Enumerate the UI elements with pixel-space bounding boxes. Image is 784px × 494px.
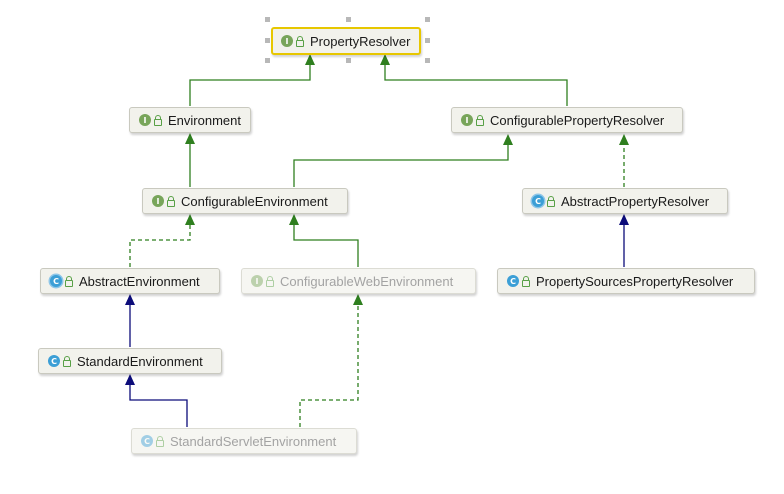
interface-icon: I	[139, 114, 151, 126]
node-label: StandardEnvironment	[77, 353, 203, 369]
arrowhead	[305, 54, 315, 65]
selection-handle[interactable]	[265, 58, 270, 63]
abstract-class-icon: C	[532, 195, 544, 207]
public-access-icon	[547, 195, 555, 207]
node-configurable-property-resolver[interactable]: I ConfigurablePropertyResolver	[451, 107, 683, 133]
node-label: Environment	[168, 112, 241, 128]
node-configurable-environment[interactable]: I ConfigurableEnvironment	[142, 188, 348, 214]
edge-configurable-property-resolver-to-property-resolver	[384, 64, 568, 106]
class-icon: C	[141, 435, 153, 447]
public-access-icon	[154, 114, 162, 126]
public-access-icon	[522, 275, 530, 287]
interface-icon: I	[152, 195, 164, 207]
arrowhead	[619, 134, 629, 145]
public-access-icon	[476, 114, 484, 126]
public-access-icon	[167, 195, 175, 207]
arrowhead	[185, 214, 195, 225]
node-label: ConfigurableWebEnvironment	[280, 273, 454, 289]
node-abstract-environment[interactable]: C AbstractEnvironment	[40, 268, 220, 294]
node-label: PropertySourcesPropertyResolver	[536, 273, 734, 289]
node-label: PropertyResolver	[310, 33, 411, 49]
node-environment[interactable]: I Environment	[129, 107, 251, 133]
arrowhead	[353, 294, 363, 305]
interface-icon: I	[281, 35, 293, 47]
class-icon: C	[48, 355, 60, 367]
selection-handle[interactable]	[346, 17, 351, 22]
node-label: AbstractPropertyResolver	[561, 193, 710, 209]
node-abstract-property-resolver[interactable]: C AbstractPropertyResolver	[522, 188, 728, 214]
public-access-icon	[63, 355, 71, 367]
selection-handle[interactable]	[425, 58, 430, 63]
edge-configurable-environment-to-configurable-property-resolver	[293, 144, 509, 187]
public-access-icon	[266, 275, 274, 287]
class-icon: C	[507, 275, 519, 287]
node-label: StandardServletEnvironment	[170, 433, 337, 449]
selection-handle[interactable]	[346, 58, 351, 63]
selection-handle[interactable]	[425, 38, 430, 43]
arrowhead	[289, 214, 299, 225]
node-property-resolver[interactable]: I PropertyResolver	[271, 27, 421, 55]
arrowhead	[125, 374, 135, 385]
abstract-class-icon: C	[50, 275, 62, 287]
interface-icon: I	[461, 114, 473, 126]
selection-handle[interactable]	[265, 38, 270, 43]
arrowhead	[619, 214, 629, 225]
arrowhead	[503, 134, 513, 145]
arrowhead	[185, 133, 195, 144]
node-label: ConfigurablePropertyResolver	[490, 112, 665, 128]
selection-handle[interactable]	[425, 17, 430, 22]
interface-icon: I	[251, 275, 263, 287]
edge-abstract-environment-to-configurable-environment	[129, 224, 191, 267]
edge-environment-to-property-resolver	[189, 64, 311, 106]
selection-handle[interactable]	[265, 17, 270, 22]
edge-standard-servlet-environment-to-standard-environment	[129, 384, 188, 427]
node-label: AbstractEnvironment	[79, 273, 200, 289]
node-label: ConfigurableEnvironment	[181, 193, 328, 209]
edge-standard-servlet-environment-to-configurable-web-environment	[299, 304, 359, 427]
public-access-icon	[296, 35, 304, 47]
public-access-icon	[65, 275, 73, 287]
arrowhead	[125, 294, 135, 305]
node-standard-servlet-environment[interactable]: C StandardServletEnvironment	[131, 428, 357, 454]
node-property-sources-property-resolver[interactable]: C PropertySourcesPropertyResolver	[497, 268, 755, 294]
node-standard-environment[interactable]: C StandardEnvironment	[38, 348, 222, 374]
arrowhead	[380, 54, 390, 65]
node-configurable-web-environment[interactable]: I ConfigurableWebEnvironment	[241, 268, 476, 294]
edge-configurable-web-environment-to-configurable-environment	[293, 224, 359, 267]
public-access-icon	[156, 435, 164, 447]
